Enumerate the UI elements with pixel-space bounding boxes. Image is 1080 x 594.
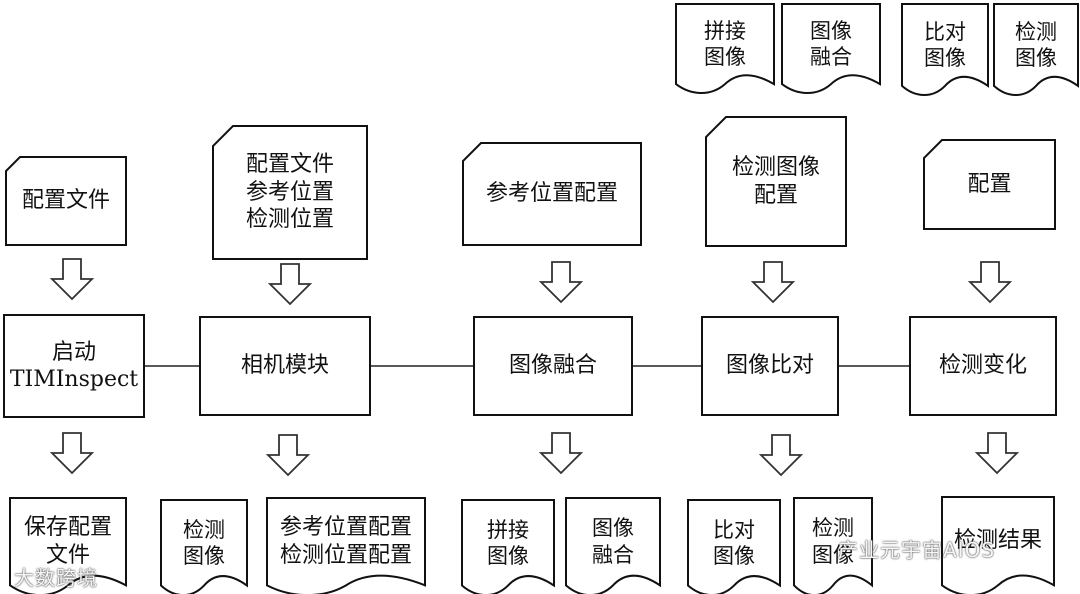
i4-label: 检测图像配置	[706, 117, 846, 246]
o4b-line-0: 检测	[812, 516, 854, 541]
o4a-shape	[687, 499, 781, 594]
watermark-left-text: 大数跨境	[14, 566, 98, 590]
i3-label: 参考位置配置	[463, 143, 641, 245]
i2-line-2: 检测位置	[245, 207, 334, 233]
o2b-shape	[266, 497, 426, 594]
i1-shape	[5, 156, 127, 246]
i4-shape	[705, 116, 847, 247]
t3-line-0: 比对	[924, 19, 966, 44]
m3-label: 图像融合	[474, 317, 632, 415]
watermark-left: 大数跨境	[14, 562, 98, 591]
m4-label: 图像比对	[702, 317, 838, 415]
i2-line-0: 配置文件	[245, 152, 334, 178]
o2b-line-1: 检测位置配置	[279, 542, 412, 568]
t2-shape	[781, 3, 881, 94]
t1-line-0: 拼接	[704, 18, 746, 43]
o4a-line-1: 图像	[713, 543, 755, 568]
o2b-line-0: 参考位置配置	[279, 515, 412, 541]
m2-shape	[199, 316, 371, 416]
i5-shape	[923, 139, 1056, 230]
i2-label: 配置文件参考位置检测位置	[213, 126, 367, 259]
o3a-shape	[461, 499, 555, 594]
m1-line-1: TIMInspect	[9, 367, 139, 392]
arrow-in-3	[538, 261, 584, 304]
o3a-line-1: 图像	[487, 543, 529, 568]
t3-label: 比对图像	[902, 4, 988, 86]
arrow-out-4	[758, 434, 804, 477]
arrows	[49, 258, 1020, 477]
shapes	[3, 3, 1079, 594]
arrow-out-5	[974, 432, 1020, 475]
o1-line-1: 文件	[45, 542, 90, 568]
t2-line-0: 图像	[810, 18, 852, 43]
m1-line-0: 启动	[51, 339, 96, 365]
m3-line-0: 图像融合	[508, 353, 597, 379]
o2b-label: 参考位置配置检测位置配置	[267, 498, 425, 585]
arrow-out-3	[538, 432, 584, 475]
i2-shape	[212, 125, 368, 260]
o5-shape	[941, 496, 1055, 594]
o1-line-0: 保存配置	[23, 515, 112, 541]
m5-line-0: 检测变化	[938, 353, 1027, 379]
m1-shape	[3, 314, 145, 418]
t1-label: 拼接图像	[676, 4, 774, 84]
o4b-shape	[793, 497, 873, 594]
t4-line-1: 图像	[1015, 45, 1057, 70]
o3b-label: 图像融合	[566, 498, 660, 585]
t4-label: 检测图像	[994, 4, 1078, 86]
watermark-right-text: 产业元宇宙AIOS	[838, 538, 996, 562]
i4-line-1: 配置	[753, 182, 798, 208]
o4a-label: 比对图像	[688, 500, 780, 586]
m2-line-0: 相机模块	[240, 353, 329, 379]
m4-line-0: 图像比对	[725, 353, 814, 379]
m5-label: 检测变化	[910, 317, 1056, 415]
o4b-line-1: 图像	[812, 542, 854, 567]
t3-line-1: 图像	[924, 45, 966, 70]
t1-line-1: 图像	[704, 45, 746, 70]
t1-shape	[675, 3, 775, 94]
o5-line-0: 检测结果	[953, 528, 1042, 554]
i3-line-0: 参考位置配置	[485, 181, 618, 207]
m3-shape	[473, 316, 633, 416]
i2-line-1: 参考位置	[245, 179, 334, 205]
arrow-in-1	[49, 258, 95, 301]
o3b-line-1: 融合	[592, 542, 634, 567]
i5-label: 配置	[924, 140, 1055, 229]
o3a-label: 拼接图像	[462, 500, 554, 586]
o1-shape	[9, 497, 127, 594]
o4a-line-0: 比对	[713, 517, 755, 542]
o3a-line-0: 拼接	[487, 517, 529, 542]
m5-shape	[909, 316, 1057, 416]
t4-line-0: 检测	[1015, 19, 1057, 44]
t2-label: 图像融合	[782, 4, 880, 84]
t2-line-1: 融合	[810, 45, 852, 70]
o2a-shape	[160, 499, 248, 594]
o2a-label: 检测图像	[161, 500, 247, 586]
i1-line-0: 配置文件	[21, 188, 110, 214]
i3-shape	[462, 142, 642, 246]
t4-shape	[993, 3, 1079, 97]
arrow-out-2	[265, 434, 311, 477]
o4b-label: 检测图像	[794, 498, 872, 585]
arrow-in-2	[267, 263, 313, 306]
m2-label: 相机模块	[200, 317, 370, 415]
i4-line-0: 检测图像	[731, 155, 820, 180]
o5-label: 检测结果	[942, 497, 1054, 585]
arrow-in-5	[967, 261, 1013, 304]
t3-shape	[901, 3, 989, 97]
watermark-right: 产业元宇宙AIOS	[838, 534, 995, 563]
o1-label: 保存配置文件	[10, 498, 126, 585]
o3b-shape	[565, 497, 661, 594]
i5-line-0: 配置	[967, 171, 1012, 197]
i1-label: 配置文件	[6, 157, 126, 245]
arrow-in-4	[750, 261, 796, 304]
m4-shape	[701, 316, 839, 416]
o3b-line-0: 图像	[592, 516, 634, 541]
arrow-out-1	[49, 432, 95, 475]
o2a-line-1: 图像	[183, 543, 225, 568]
o2a-line-0: 检测	[183, 517, 225, 542]
